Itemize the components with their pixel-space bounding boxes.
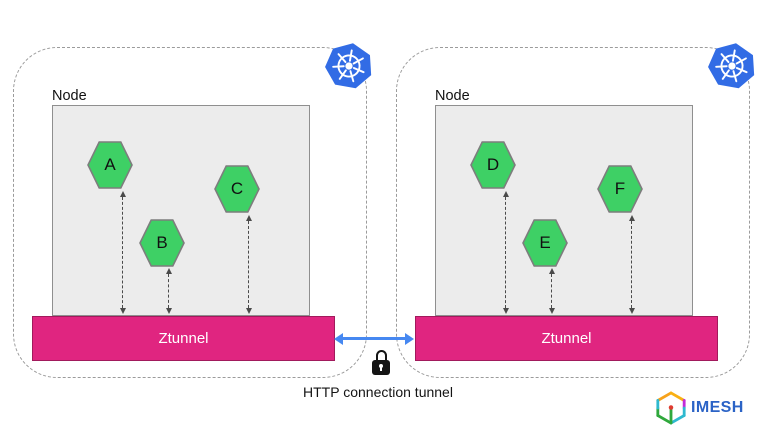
pod-hexagon-d: D (470, 141, 516, 189)
padlock-icon (372, 350, 390, 375)
pod-tunnel-arrow (166, 268, 173, 314)
node-boundary (13, 47, 367, 378)
ztunnel-label: Ztunnel (158, 330, 209, 347)
pod-tunnel-arrow (246, 215, 253, 314)
kubernetes-icon (325, 43, 372, 89)
hexagon-icon (87, 141, 133, 189)
ztunnel-bar: Ztunnel (32, 316, 335, 361)
pod-hexagon-e: E (522, 219, 568, 267)
pod-letter: D (486, 155, 500, 174)
hexagon-icon (522, 219, 568, 267)
pod-letter: A (104, 155, 116, 174)
arrow-shaft (341, 337, 407, 340)
node-label: Node (52, 88, 87, 104)
imesh-logo: IMESH (655, 391, 744, 425)
node-box (52, 105, 310, 316)
hexagon-icon (597, 165, 643, 213)
pod-hexagon-f: F (597, 165, 643, 213)
imesh-logo-text: IMESH (691, 399, 744, 416)
ztunnel-bar: Ztunnel (415, 316, 718, 361)
ztunnel-label: Ztunnel (541, 330, 592, 347)
node-group-right: Node D E F Ztunnel (396, 43, 755, 378)
hexagon-icon (470, 141, 516, 189)
padlock-keyhole (379, 363, 383, 368)
node-group-left: Node A B C Ztunnel (13, 43, 372, 378)
pod-letter: C (230, 179, 244, 198)
tunnel-connection-arrow (334, 331, 414, 346)
node-box (435, 105, 693, 316)
pod-tunnel-arrow (120, 191, 127, 314)
hexagon-icon (214, 165, 260, 213)
pod-letter: B (156, 233, 168, 252)
imesh-cube-icon (656, 391, 686, 425)
pod-letter: E (539, 233, 551, 252)
kubernetes-icon (708, 43, 755, 89)
pod-letter: F (614, 179, 626, 198)
pod-tunnel-arrow (503, 191, 510, 314)
pod-hexagon-c: C (214, 165, 260, 213)
node-boundary (396, 47, 750, 378)
pod-hexagon-b: B (139, 219, 185, 267)
caption-text: HTTP connection tunnel (303, 384, 453, 400)
hexagon-icon (139, 219, 185, 267)
arrow-head-left-icon (334, 332, 343, 345)
padlock-shackle (375, 350, 387, 363)
padlock-keyhole-stem (380, 366, 382, 371)
pod-hexagon-a: A (87, 141, 133, 189)
arrow-head-right-icon (405, 332, 414, 345)
node-label: Node (435, 88, 470, 104)
pod-tunnel-arrow (549, 268, 556, 314)
pod-tunnel-arrow (629, 215, 636, 314)
